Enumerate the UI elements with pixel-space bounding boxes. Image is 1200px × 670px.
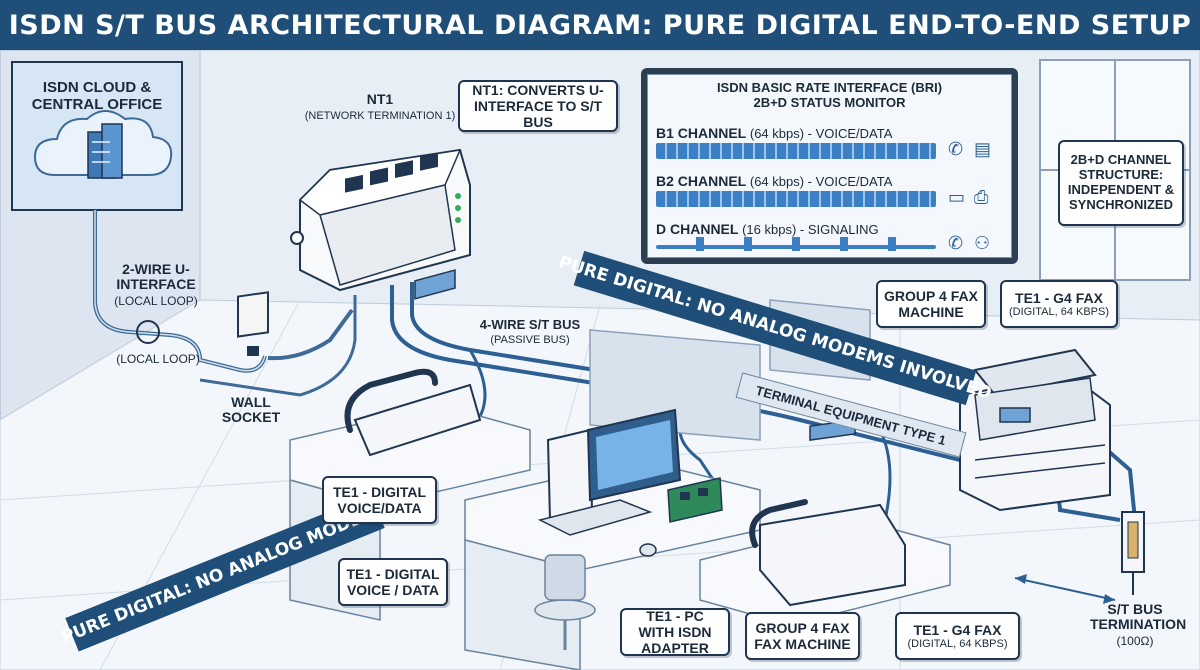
cloud-label: ISDN CLOUD & CENTRAL OFFICE	[31, 79, 163, 113]
title-bar: ISDN S/T BUS ARCHITECTURAL DIAGRAM: PURE…	[0, 0, 1200, 50]
b1-channel-label: B1 CHANNEL (64 kbps) - VOICE/DATA	[656, 125, 892, 141]
u-interface-title: 2-WIRE U-INTERFACE	[116, 261, 196, 293]
u-interface-label: 2-WIRE U-INTERFACE (LOCAL LOOP)	[96, 261, 216, 308]
phone-label-1-text: TE1 - DIGITAL VOICE/DATA	[332, 483, 427, 516]
wall-socket-label: WALL SOCKET	[221, 394, 281, 426]
b1-channel-detail: (64 kbps) - VOICE/DATA	[749, 126, 893, 141]
monitor-title-line2: 2B+D STATUS MONITOR	[753, 94, 906, 110]
b2-printer-icon: ⎙	[974, 187, 989, 207]
b1-channel-name: B1 CHANNEL	[656, 125, 747, 141]
b1-channel-bar	[656, 143, 936, 159]
termination-value: (100Ω)	[1116, 633, 1154, 648]
d-users-icon: ⚇	[974, 233, 991, 253]
fax-bottom-te-sub: (DIGITAL, 64 KBPS)	[907, 637, 1008, 650]
fax-bottom-name: GROUP 4 FAX FAX MACHINE	[745, 612, 860, 660]
monitor-screen: ISDN BASIC RATE INTERFACE (BRI) 2B+D STA…	[647, 74, 1012, 258]
d-channel-name: D CHANNEL	[656, 221, 739, 237]
termination-label: S/T BUS TERMINATION (100Ω)	[1090, 601, 1187, 648]
fax-bottom-name-text: GROUP 4 FAX FAX MACHINE	[754, 619, 851, 652]
nt1-callout: NT1: CONVERTS U-INTERFACE TO S/T BUS	[458, 80, 618, 132]
fax-top-name-text: GROUP 4 FAX MACHINE	[884, 287, 978, 320]
st-bus-title: 4-WIRE S/T BUS	[479, 317, 581, 332]
b1-document-icon: ▤	[974, 139, 992, 159]
nt1-label: NT1 (NETWORK TERMINATION 1)	[300, 91, 460, 123]
monitor-title-line1: ISDN BASIC RATE INTERFACE (BRI)	[716, 80, 943, 95]
b2-channel-label: B2 CHANNEL (64 kbps) - VOICE/DATA	[656, 173, 892, 189]
d-channel-pulses	[656, 237, 936, 251]
b2-channel-name: B2 CHANNEL	[656, 173, 747, 189]
channel-structure-callout: 2B+D CHANNEL STRUCTURE: INDEPENDENT & SY…	[1058, 140, 1184, 226]
monitor-title: ISDN BASIC RATE INTERFACE (BRI) 2B+D STA…	[648, 80, 1011, 110]
nt1-title: NT1	[366, 91, 394, 107]
fax-top-name: GROUP 4 FAX MACHINE	[876, 280, 986, 328]
d-channel-detail: (16 kbps) - SIGNALING	[742, 222, 879, 237]
fax-bottom-te-title: TE1 - G4 FAX	[913, 621, 1002, 638]
phone-label-2: TE1 - DIGITAL VOICE / DATA	[338, 558, 448, 606]
b2-channel-detail: (64 kbps) - VOICE/DATA	[749, 174, 893, 189]
b1-phone-icon: ✆	[948, 139, 964, 159]
st-bus-label: 4-WIRE S/T BUS (PASSIVE BUS)	[470, 317, 590, 347]
b2-computer-icon: ▭	[948, 187, 966, 207]
pc-label: TE1 - PC WITH ISDN ADAPTER	[620, 608, 730, 656]
channel-structure-text: 2B+D CHANNEL STRUCTURE: INDEPENDENT & SY…	[1067, 152, 1175, 212]
phone-label-2-text: TE1 - DIGITAL VOICE / DATA	[346, 565, 440, 598]
fax-top-te: TE1 - G4 FAX (DIGITAL, 64 KBPS)	[1000, 280, 1118, 328]
phone-label-1: TE1 - DIGITAL VOICE/DATA	[322, 476, 437, 524]
local-loop-label: (LOCAL LOOP)	[116, 352, 200, 366]
fax-bottom-te: TE1 - G4 FAX (DIGITAL, 64 KBPS)	[895, 612, 1020, 660]
u-interface-subtitle: (LOCAL LOOP)	[114, 293, 198, 308]
fax-top-te-sub: (DIGITAL, 64 KBPS)	[1008, 305, 1110, 318]
fax-top-te-title: TE1 - G4 FAX	[1015, 289, 1103, 306]
st-bus-subtitle: (PASSIVE BUS)	[490, 334, 570, 347]
d-channel-label: D CHANNEL (16 kbps) - SIGNALING	[656, 221, 879, 237]
termination-title: S/T BUS TERMINATION	[1090, 601, 1187, 633]
nt1-callout-text: NT1: CONVERTS U-INTERFACE TO S/T BUS	[472, 81, 604, 131]
b2-channel-bar	[656, 191, 936, 207]
diagram-title: ISDN S/T BUS ARCHITECTURAL DIAGRAM: PURE…	[8, 9, 1192, 41]
bri-status-monitor: ISDN BASIC RATE INTERFACE (BRI) 2B+D STA…	[641, 68, 1018, 264]
pc-label-text: TE1 - PC WITH ISDN ADAPTER	[638, 607, 712, 657]
d-phone-icon: ✆	[948, 233, 964, 253]
nt1-subtitle: (NETWORK TERMINATION 1)	[304, 110, 456, 123]
